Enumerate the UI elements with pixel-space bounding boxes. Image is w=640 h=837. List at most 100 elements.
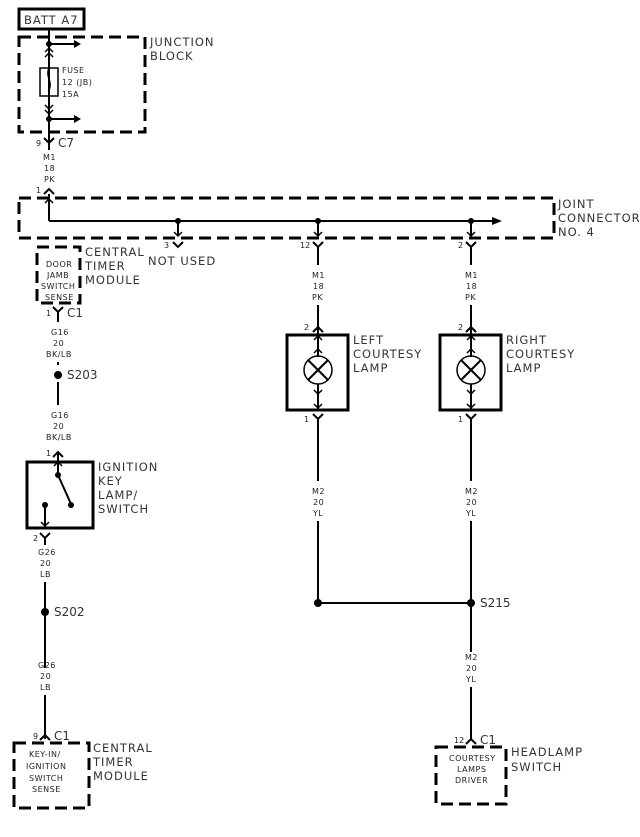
joint-pin-12: 12 — [300, 241, 310, 250]
ctm-bottom-title-3: MODULE — [93, 769, 149, 783]
wire-gauge: 20 — [466, 498, 477, 507]
splice-node — [314, 599, 322, 607]
wire-circuit: M2 — [312, 487, 325, 496]
left-lamp-title-2: COURTESY — [353, 347, 422, 361]
ctm-bottom-inner-2: IGNITION — [26, 762, 66, 771]
wire-color: YL — [465, 509, 476, 518]
left-lamp-title-3: LAMP — [353, 361, 388, 375]
ctm-bottom-connector: C1 — [54, 729, 70, 743]
wire-g26: G26 20 LB S202 G26 20 LB — [38, 538, 85, 739]
ctm-top-title-3: MODULE — [85, 273, 141, 287]
arrow-right-icon — [492, 217, 502, 225]
wire-g16: G16 20 BK/LB S203 G16 20 BK/LB — [46, 312, 98, 442]
splice-s215-label: S215 — [480, 596, 511, 610]
wire-circuit: G26 — [38, 548, 56, 557]
central-timer-module-door-jamb: CENTRAL TIMER MODULE DOOR JAMB SWITCH SE… — [35, 245, 145, 320]
connector-c1-icon — [39, 733, 51, 741]
ignition-title-2: KEY — [98, 474, 123, 488]
headlamp-switch: 12 C1 HEADLAMP SWITCH COURTESY LAMPS DRI… — [434, 733, 583, 806]
ignition-title-3: LAMP/ — [98, 488, 138, 502]
fuse-label-3: 15A — [62, 90, 79, 99]
wire-color: BK/LB — [46, 433, 72, 442]
connector-c7-name: C7 — [58, 136, 74, 150]
wire-circuit: M1 — [465, 271, 478, 280]
arrow-right-icon — [74, 40, 81, 48]
headlamp-inner-1: COURTESY — [449, 754, 496, 763]
connector-c1-icon — [52, 306, 64, 314]
right-courtesy-lamp: 2 RIGHT COURTESY LAMP 1 — [438, 323, 574, 424]
headlamp-inner-2: LAMPS — [457, 765, 486, 774]
central-timer-module-key-in: 9 C1 CENTRAL TIMER MODULE KEY-IN/ IGNITI… — [12, 729, 153, 810]
wire-circuit: G26 — [38, 661, 56, 670]
splice-s202 — [41, 608, 49, 616]
wire-color: BK/LB — [46, 350, 72, 359]
splice-s215 — [467, 599, 475, 607]
wire-gauge: 20 — [466, 664, 477, 673]
ctm-top-inner-4: SENSE — [45, 293, 74, 302]
splice-s202-label: S202 — [54, 605, 85, 619]
not-used-label: NOT USED — [148, 254, 216, 268]
battery-source: BATT A7 — [17, 7, 86, 31]
wire-circuit: M2 — [465, 487, 478, 496]
ctm-top-connector: C1 — [67, 306, 83, 320]
wire-gauge: 20 — [40, 559, 51, 568]
wire-circuit: M1 — [43, 153, 56, 162]
wire-circuit: G16 — [51, 328, 69, 337]
ctm-bottom-title-1: CENTRAL — [93, 741, 153, 755]
left-courtesy-lamp: 2 LEFT COURTESY LAMP 1 — [285, 323, 422, 424]
headlamp-title-1: HEADLAMP — [511, 745, 583, 759]
wire-color: PK — [465, 293, 476, 302]
ctm-top-inner-3: SWITCH — [41, 282, 75, 291]
wire-color: YL — [312, 509, 323, 518]
joint-connector-title-3: NO. 4 — [558, 225, 595, 239]
wire-m1-right: M1 18 PK — [465, 247, 478, 327]
wire-gauge: 18 — [44, 164, 55, 173]
left-lamp-pin-top: 2 — [304, 323, 309, 332]
splice-s203 — [54, 371, 62, 379]
wire-color: PK — [44, 175, 55, 184]
wire-color: PK — [312, 293, 323, 302]
splice-s203-label: S203 — [67, 368, 98, 382]
wire-circuit: M2 — [465, 653, 478, 662]
right-lamp-title-3: LAMP — [506, 361, 541, 375]
headlamp-title-2: SWITCH — [511, 760, 562, 774]
ignition-pin-bottom: 2 — [33, 534, 38, 543]
arrow-right-icon — [74, 115, 81, 123]
wire-gauge: 20 — [313, 498, 324, 507]
wire-gauge: 20 — [40, 672, 51, 681]
wire-gauge: 20 — [53, 339, 64, 348]
battery-label: BATT A7 — [24, 13, 79, 27]
fuse-label-2: 12 (JB) — [62, 78, 92, 87]
ctm-bottom-title-2: TIMER — [92, 755, 134, 769]
joint-connector-4: JOINT CONNECTOR NO. 4 3 NOT USED 12 2 — [17, 194, 640, 268]
ignition-pin-top: 1 — [46, 449, 51, 458]
connector-c7-pin: 9 — [36, 139, 41, 148]
wire-m1-top: M1 18 PK 1 — [36, 153, 56, 195]
joint-connector-title-2: CONNECTOR — [558, 211, 640, 225]
ignition-key-switch: 1 IGNITION KEY LAMP/ SWITCH 2 — [25, 449, 158, 543]
ignition-title-4: SWITCH — [98, 502, 149, 516]
wire-gauge: 18 — [466, 282, 477, 291]
right-lamp-pin-bottom: 1 — [458, 415, 463, 424]
wire-gauge: 20 — [53, 422, 64, 431]
ctm-bottom-pin: 9 — [33, 732, 38, 741]
ctm-bottom-inner-1: KEY-IN/ — [29, 750, 61, 759]
ignition-title-1: IGNITION — [98, 460, 158, 474]
ctm-top-inner-1: DOOR — [46, 260, 72, 269]
right-lamp-title-1: RIGHT — [506, 333, 547, 347]
connector-c7-icon — [43, 137, 55, 145]
ctm-bottom-inner-4: SENSE — [32, 785, 61, 794]
joint-connector-title-1: JOINT — [557, 197, 594, 211]
ctm-top-title-1: CENTRAL — [85, 245, 145, 259]
wire-circuit: G16 — [51, 411, 69, 420]
wire-color: YL — [465, 675, 476, 684]
wire-m1-left: M1 18 PK — [312, 247, 325, 327]
junction-block: JUNCTION BLOCK FUSE 12 (JB) 15A 9 C7 — [17, 30, 214, 150]
headlamp-connector: C1 — [480, 733, 496, 747]
right-lamp-pin-top: 2 — [458, 323, 463, 332]
joint-in-pin: 1 — [36, 186, 41, 195]
connector-c1-icon — [465, 737, 477, 745]
joint-pin-3: 3 — [164, 241, 169, 250]
left-lamp-title-1: LEFT — [353, 333, 384, 347]
